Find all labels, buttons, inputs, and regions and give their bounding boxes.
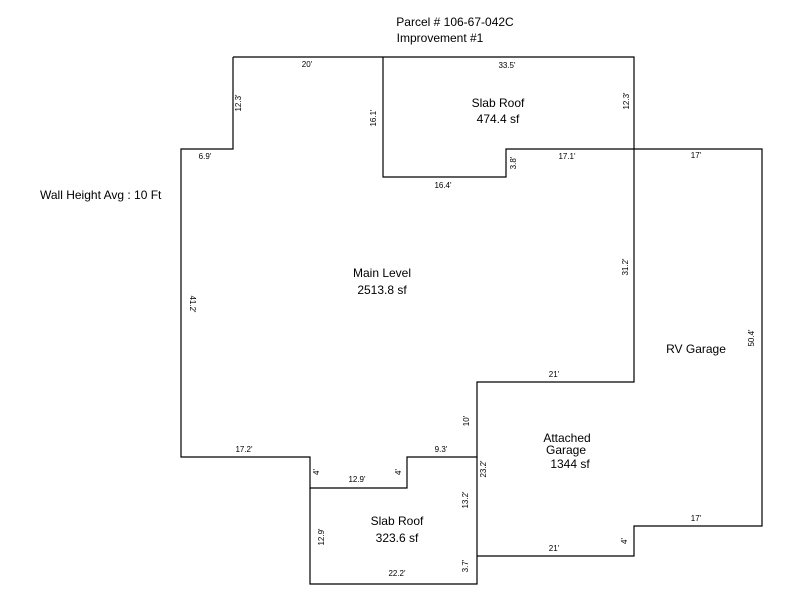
dim-main-left-height: 41.2'	[188, 295, 197, 313]
area-attached-garage-name1: Attached	[543, 431, 590, 445]
dim-slab-step-height: 3.8'	[509, 156, 518, 169]
dim-top-right-width: 33.5'	[498, 61, 516, 70]
dim-rv-right-height: 50.4'	[747, 329, 756, 347]
parcel-number: Parcel # 106-67-042C	[396, 15, 514, 29]
outline-main-level	[180, 56, 635, 489]
dim-slab-right-height: 13.2'	[461, 491, 470, 509]
dim-slab-bottom-width: 16.4'	[434, 181, 452, 190]
outline-rv-garage	[477, 148, 763, 557]
dim-garage-bottom-width: 21'	[549, 544, 560, 553]
outline-slab-roof-bottom	[309, 457, 478, 585]
dim-rv-bottom-width: 17'	[691, 514, 702, 523]
dim-slab-bottom-total: 22.2'	[388, 569, 406, 578]
dim-garage-left-upper: 10'	[462, 415, 471, 426]
dim-bottom-inner-width: 12.9'	[348, 475, 366, 484]
dim-bottom-notch-width: 9.3'	[435, 445, 448, 454]
dim-garage-left-height: 23.2'	[479, 460, 488, 478]
wall-height-note: Wall Height Avg : 10 Ft	[40, 188, 162, 202]
improvement-label: Improvement #1	[397, 31, 484, 45]
area-main-level-size: 2513.8 sf	[357, 283, 407, 297]
area-attached-garage-size: 1344 sf	[550, 457, 590, 471]
dim-slab-lower-right: 3.7'	[461, 559, 470, 572]
dim-slab-left-height: 12.9'	[317, 528, 326, 546]
area-main-level-name: Main Level	[353, 266, 411, 280]
outline-slab-roof-top	[382, 57, 634, 178]
area-slab-roof-top-size: 474.4 sf	[477, 112, 520, 126]
dim-rv-step-height: 4'	[620, 538, 629, 544]
area-rv-garage-name: RV Garage	[666, 342, 726, 356]
dim-bottom-left-width: 17.2'	[235, 445, 253, 454]
dim-left-notch-height: 12.3'	[234, 94, 243, 112]
dim-bottom-step-right: 4'	[394, 469, 403, 475]
area-attached-garage-name2: Garage	[546, 443, 586, 457]
dim-rv-top-width: 17'	[691, 151, 702, 160]
dim-main-right-height: 31.2'	[621, 258, 630, 276]
dim-bottom-step-left: 4'	[312, 469, 321, 475]
area-slab-roof-top-name: Slab Roof	[472, 96, 525, 110]
dim-left-notch-width: 6.9'	[199, 152, 212, 161]
dim-garage-top-width: 21'	[549, 370, 560, 379]
dim-right-top-height: 12.3'	[622, 92, 631, 110]
dim-top-left-width: 20'	[302, 60, 313, 69]
dim-slab-step-width: 17.1'	[558, 152, 576, 161]
area-slab-roof-bottom-name: Slab Roof	[371, 514, 424, 528]
dim-slab-inner-height: 16.1'	[369, 109, 378, 127]
area-slab-roof-bottom-size: 323.6 sf	[376, 531, 419, 545]
